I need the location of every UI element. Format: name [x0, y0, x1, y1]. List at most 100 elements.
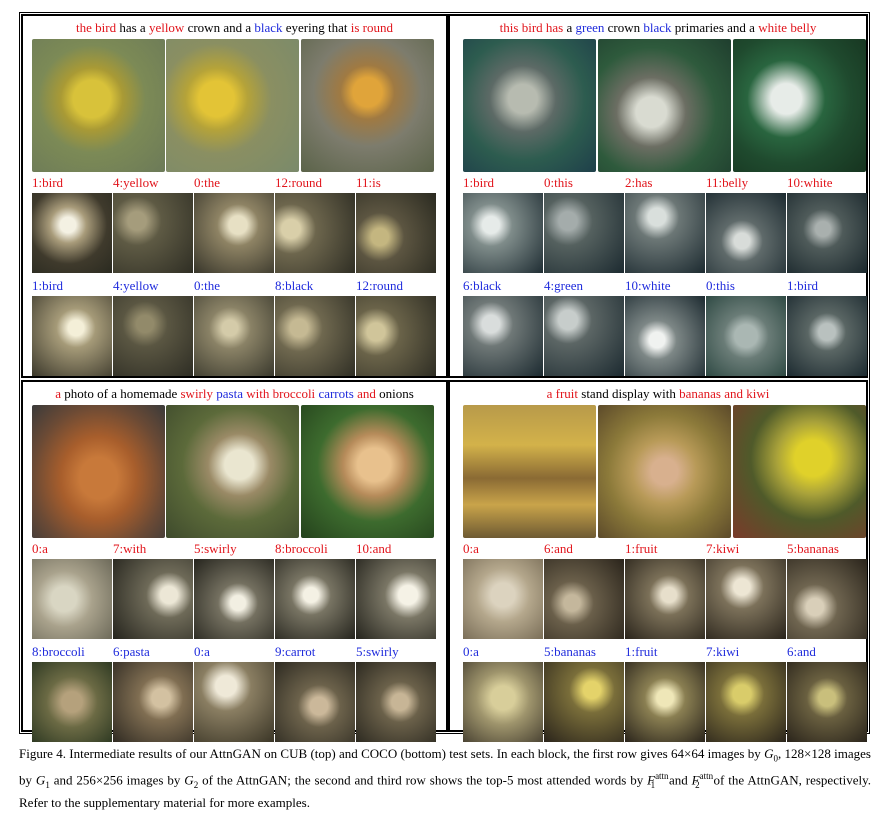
attended-word-label: 11:is [356, 175, 381, 190]
generated-image-g1 [166, 39, 299, 172]
caption-g2: G [184, 771, 194, 787]
attention-map [356, 296, 436, 376]
attended-word-label: 8:broccoli [275, 541, 328, 556]
attended-word-label: 11:belly [706, 175, 749, 190]
attended-word-label: 1:fruit [625, 541, 658, 556]
attended-word-label: 5:bananas [544, 644, 596, 659]
attention-map [787, 296, 867, 376]
caption-f2-sup: attn [699, 770, 714, 781]
attention-map [787, 193, 867, 273]
attention-map [32, 662, 112, 742]
attention-map [194, 662, 274, 742]
panel-sentence: this bird has a green crown black primar… [450, 20, 866, 36]
sentence-segment: this bird has [499, 20, 564, 35]
attended-word-label: 10:white [787, 175, 833, 190]
attended-word-label: 6:black [463, 278, 502, 293]
attended-word-label: 1:fruit [625, 644, 658, 659]
attended-word-label: 0:a [32, 541, 48, 556]
attended-word-label: 0:a [463, 541, 479, 556]
panel-sentence: the bird has a yellow crown and a black … [23, 20, 446, 36]
attended-word-label: 7:with [113, 541, 147, 556]
attended-word-label: 0:the [194, 278, 220, 293]
sentence-segment: a [563, 20, 576, 35]
panel-coco-fruit: a fruit stand display with bananas and k… [448, 380, 868, 742]
sentence-segment: swirly [180, 386, 214, 401]
attention-map [32, 193, 112, 273]
caption-f1-sub: 1 [650, 779, 656, 790]
attended-word-label: 5:swirly [194, 541, 237, 556]
attention-map [356, 662, 436, 742]
sentence-segment: pasta [216, 386, 243, 401]
attention-map [625, 559, 705, 639]
sentence-segment: onions [375, 386, 414, 401]
generated-image-g0 [463, 39, 596, 172]
attended-word-label: 1:bird [787, 278, 819, 293]
caption-mid3: of the AttnGAN; the second and third row… [198, 771, 648, 787]
attention-map [625, 296, 705, 376]
attended-word-label: 0:a [463, 644, 479, 659]
sentence-segment: and [357, 386, 376, 401]
caption-g2-sub: 2 [193, 779, 199, 790]
sentence-segment: primaries and a [671, 20, 759, 35]
attended-word-label: 6:and [544, 541, 573, 556]
attention-map [463, 559, 543, 639]
caption-mid1: , 128×128 images by [19, 746, 871, 787]
attended-word-label: 10:and [356, 541, 392, 556]
generated-image-g2 [301, 405, 434, 538]
attended-word-label: 5:swirly [356, 644, 399, 659]
sentence-segment: with broccoli [246, 386, 316, 401]
attended-word-label: 4:yellow [113, 278, 159, 293]
attention-map [194, 559, 274, 639]
attention-map [625, 662, 705, 742]
caption-f1-sup: attn [655, 770, 669, 781]
sentence-segment: black [254, 20, 283, 35]
attended-word-label: 0:this [706, 278, 735, 293]
generated-image-g0 [32, 39, 165, 172]
attention-map [275, 296, 355, 376]
attention-map [463, 193, 543, 273]
panel-coco-pasta: a photo of a homemade swirly pasta with … [21, 380, 448, 742]
panel-sentence: a fruit stand display with bananas and k… [450, 386, 866, 402]
attended-word-label: 7:kiwi [706, 541, 740, 556]
caption-g1-sub: 1 [45, 779, 50, 790]
attended-word-label: 1:bird [463, 175, 495, 190]
attended-word-label: 4:green [544, 278, 583, 293]
caption-mid2: and 256×256 images by [49, 771, 185, 787]
attended-word-label: 7:kiwi [706, 644, 740, 659]
sentence-segment: has a [116, 20, 149, 35]
attention-map [32, 559, 112, 639]
panel-sentence: a photo of a homemade swirly pasta with … [23, 386, 446, 402]
attended-word-label: 0:a [194, 644, 210, 659]
attention-map [625, 193, 705, 273]
attention-map [706, 193, 786, 273]
attention-map [113, 296, 193, 376]
generated-image-g1 [598, 405, 731, 538]
attention-map [544, 296, 624, 376]
attention-map [544, 662, 624, 742]
attention-map [463, 662, 543, 742]
attended-word-label: 8:broccoli [32, 644, 85, 659]
sentence-segment: the bird [76, 20, 117, 35]
generated-image-g2 [733, 39, 866, 172]
generated-image-g0 [463, 405, 596, 538]
attention-map [356, 193, 436, 273]
attention-map [275, 193, 355, 273]
attended-word-label: 1:bird [32, 175, 64, 190]
caption-mid4: and [665, 771, 692, 787]
sentence-segment: stand display with [578, 386, 680, 401]
attended-word-label: 5:bananas [787, 541, 839, 556]
attended-word-label: 1:bird [32, 278, 64, 293]
caption-f1: F [647, 771, 656, 787]
attended-word-label: 0:this [544, 175, 573, 190]
attention-map [787, 559, 867, 639]
sentence-segment: white belly [758, 20, 817, 35]
caption-g1: G [35, 771, 46, 787]
figure-frame [19, 12, 870, 734]
attention-map [463, 296, 543, 376]
generated-image-g2 [301, 39, 434, 172]
